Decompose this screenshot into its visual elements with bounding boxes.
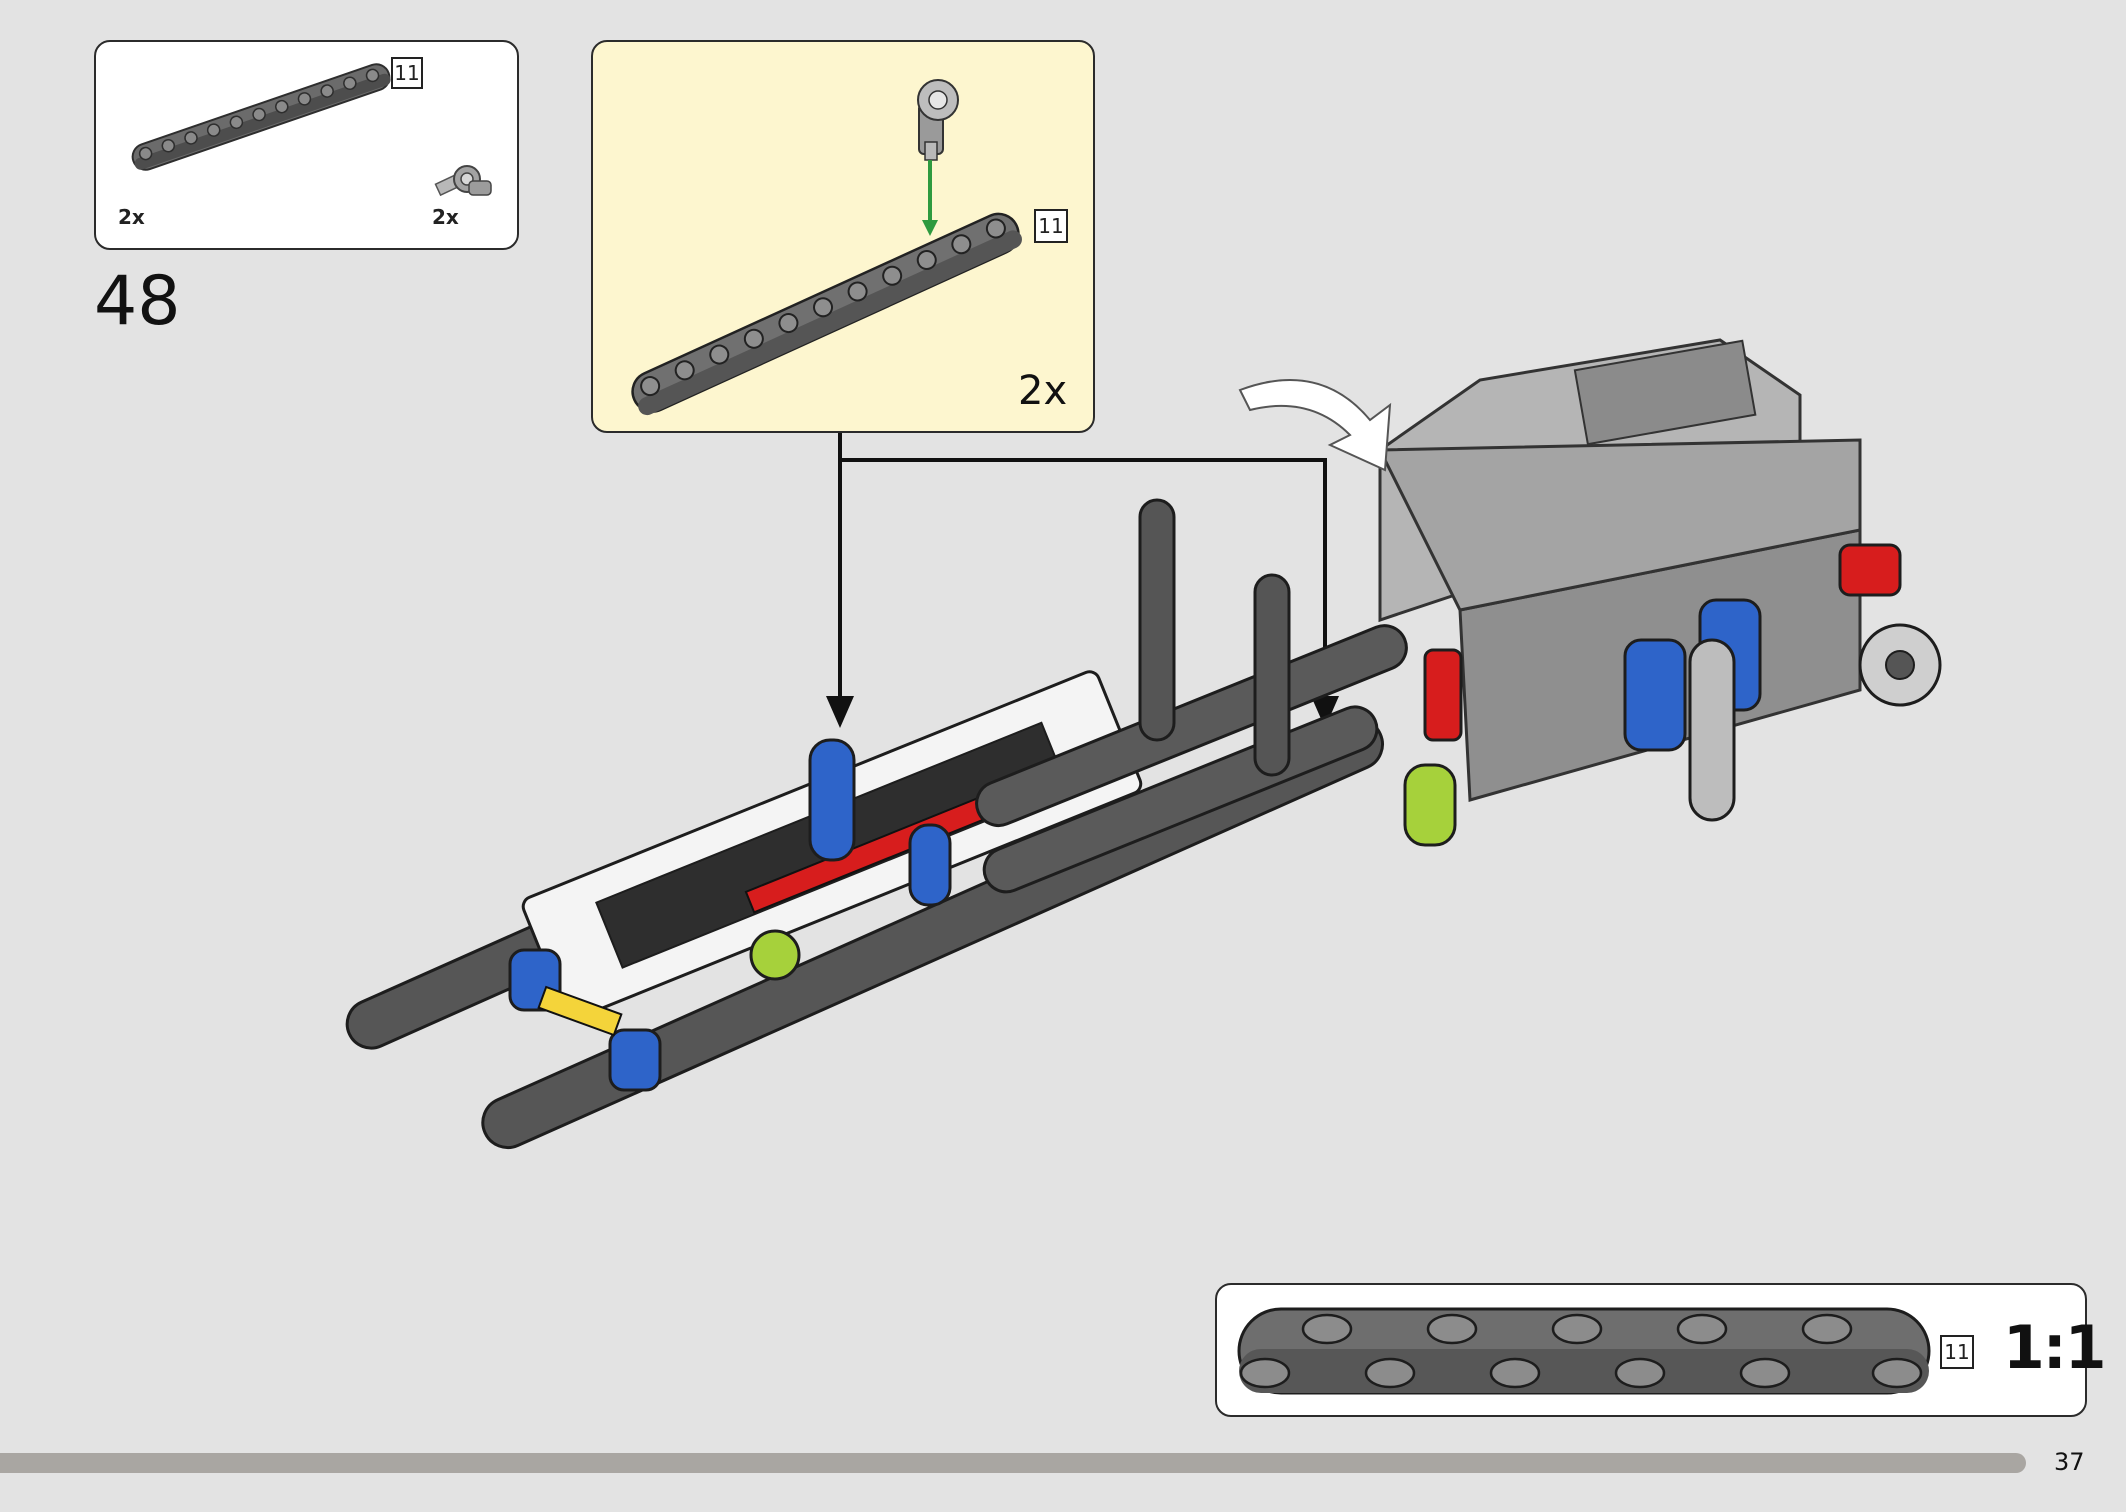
scale-reference-box: 11 1:1: [1215, 1283, 2106, 1417]
beam-11-icon: [1237, 1307, 1931, 1395]
length-badge: 11: [1034, 209, 1068, 243]
callout-arrows: [838, 433, 1327, 700]
vertical-beam: [1253, 573, 1291, 777]
red-connector: [1423, 648, 1463, 742]
yellow-axle: [537, 985, 623, 1037]
beam-11-icon: [631, 212, 1022, 416]
blue-connector: [1623, 638, 1687, 752]
gearbox-block: [1377, 338, 1862, 802]
arrow-head-icon: [1311, 696, 1339, 728]
vertical-beam: [1138, 498, 1176, 742]
lime-connector: [749, 929, 801, 981]
parts-list-box: 11 2x 2x: [94, 40, 519, 250]
blue-connector: [808, 738, 856, 862]
scale-label: 1:1: [2003, 1313, 2106, 1383]
gray-link: [1688, 638, 1736, 822]
lime-connector: [1403, 763, 1457, 847]
page-number: 37: [2054, 1448, 2085, 1476]
progress-bar: [0, 1453, 2026, 1473]
beam-11-icon: [131, 63, 391, 171]
length-badge: 11: [391, 57, 423, 89]
length-badge: 11: [1940, 1335, 1974, 1369]
blue-connector: [908, 823, 952, 907]
pin-connector-icon: [917, 79, 959, 161]
pin-quantity: 2x: [432, 205, 459, 229]
rotate-arrow-icon: [1238, 379, 1392, 472]
insert-arrow-icon: [922, 160, 938, 236]
red-connector: [1838, 543, 1902, 597]
blue-connector: [608, 1028, 662, 1092]
sub-step-quantity: 2x: [1018, 368, 1068, 414]
step-number: 48: [94, 262, 181, 341]
sub-step-box: 11 2x: [591, 40, 1095, 433]
upper-beam: [975, 624, 1408, 828]
pin-connector-icon: [434, 165, 492, 197]
beam-quantity: 2x: [118, 205, 145, 229]
sub-step-assembly: [631, 79, 1022, 416]
arrow-head-icon: [826, 696, 854, 728]
